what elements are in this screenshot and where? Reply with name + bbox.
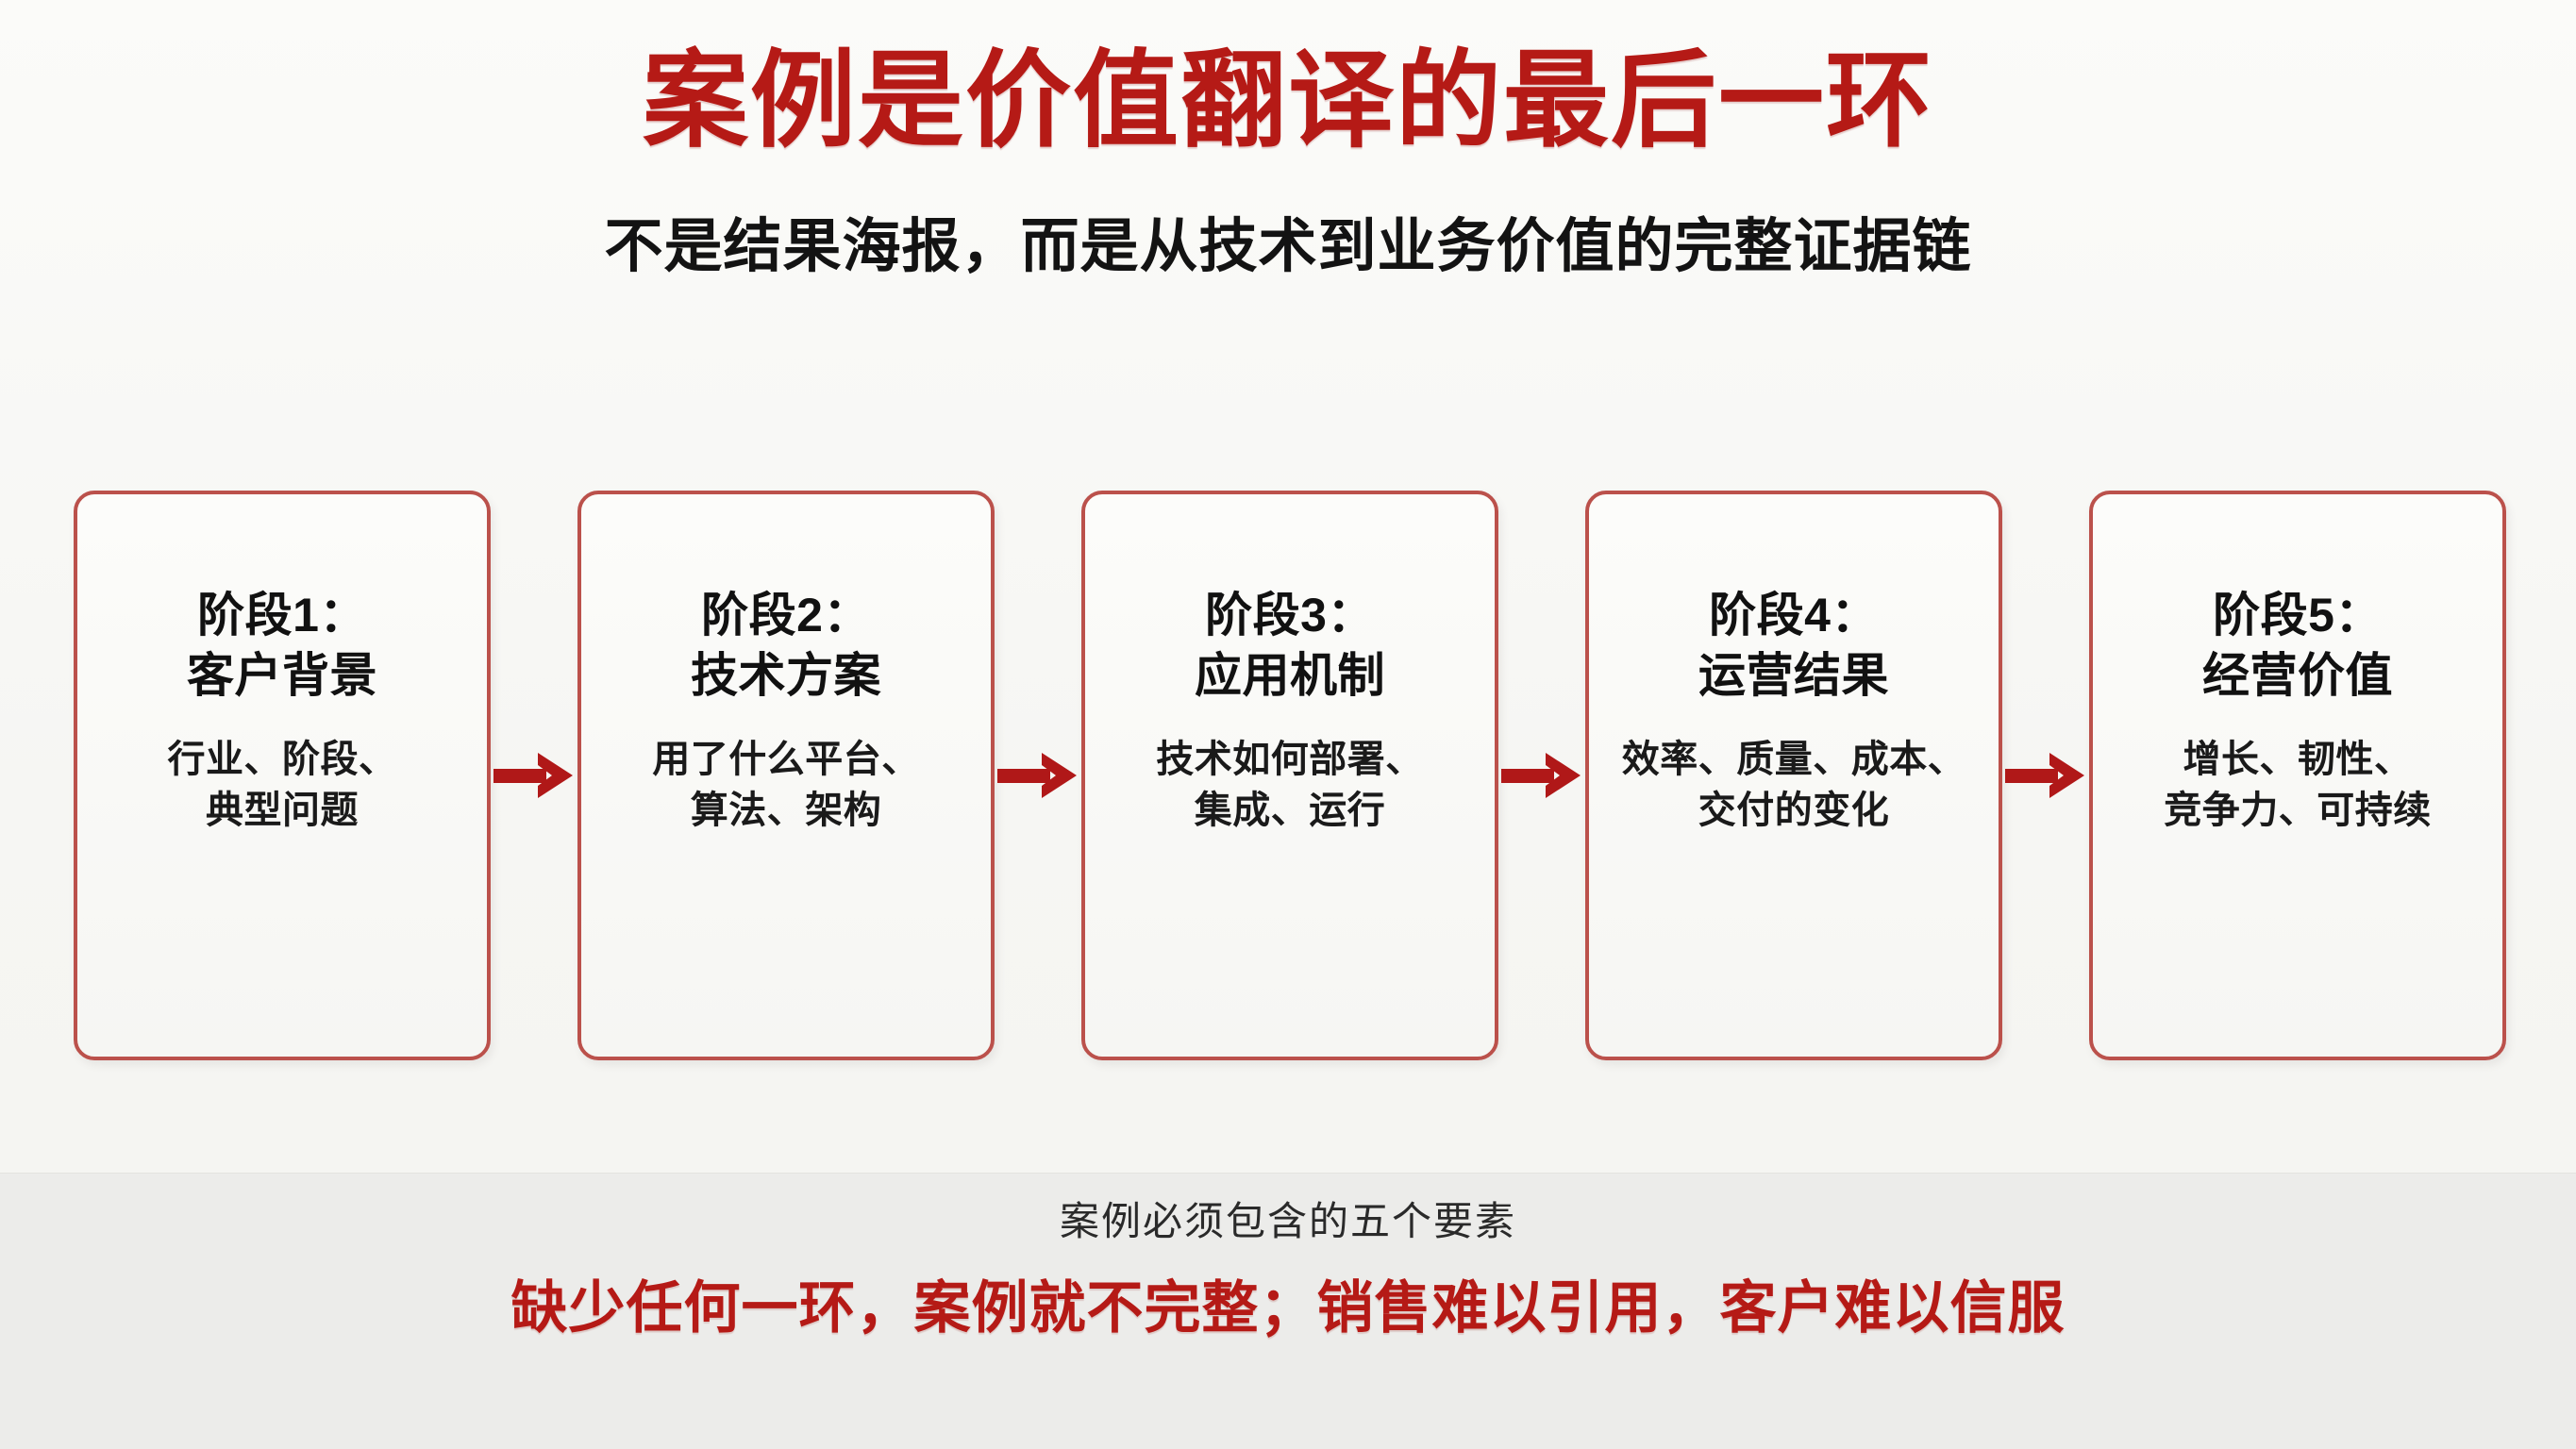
stage-card-1[interactable]: 阶段1： 客户背景 行业、阶段、 典型问题 — [74, 491, 491, 1060]
stage-title-1: 阶段1： 客户背景 — [187, 589, 377, 702]
stage-card-3[interactable]: 阶段3： 应用机制 技术如何部署、 集成、运行 — [1081, 491, 1498, 1060]
stage-card-4[interactable]: 阶段4： 运营结果 效率、质量、成本、 交付的变化 — [1585, 491, 2002, 1060]
stage-card-2[interactable]: 阶段2： 技术方案 用了什么平台、 算法、架构 — [577, 491, 995, 1060]
connector-4 — [2002, 491, 2089, 1060]
footer-band: 案例必须包含的五个要素 缺少任何一环，案例就不完整；销售难以引用，客户难以信服 — [0, 1173, 2576, 1449]
page-subtitle: 不是结果海报，而是从技术到业务价值的完整证据链 — [604, 214, 1972, 280]
page-title: 案例是价值翻译的最后一环 — [643, 42, 1933, 159]
stage-desc-5: 增长、韧性、 竞争力、可持续 — [2164, 739, 2432, 831]
arrow-right-icon — [493, 753, 573, 798]
arrow-right-icon — [997, 753, 1077, 798]
stage-desc-2: 用了什么平台、 算法、架构 — [652, 739, 920, 831]
stage-title-4: 阶段4： 运营结果 — [1698, 589, 1889, 702]
title-zone: 案例是价值翻译的最后一环 不是结果海报，而是从技术到业务价值的完整证据链 — [0, 42, 2576, 283]
connector-2 — [995, 491, 1081, 1060]
stage-desc-1: 行业、阶段、 典型问题 — [167, 739, 397, 831]
stage-title-3: 阶段3： 应用机制 — [1195, 589, 1385, 702]
stage-desc-4: 效率、质量、成本、 交付的变化 — [1621, 739, 1966, 831]
arrow-right-icon — [1501, 753, 1581, 798]
stage-title-2: 阶段2： 技术方案 — [691, 589, 881, 702]
connector-1 — [491, 491, 577, 1060]
stage-title-5: 阶段5： 经营价值 — [2202, 589, 2393, 702]
arrow-right-icon — [2005, 753, 2084, 798]
footer-note: 案例必须包含的五个要素 — [1059, 1199, 1516, 1243]
stage-flow: 阶段1： 客户背景 行业、阶段、 典型问题 阶段2： 技术方案 用了什么平台、 … — [74, 491, 2506, 1060]
connector-3 — [1498, 491, 1585, 1060]
stage-desc-3: 技术如何部署、 集成、运行 — [1156, 739, 1424, 831]
footer-warning: 缺少任何一环，案例就不完整；销售难以引用，客户难以信服 — [510, 1275, 2066, 1340]
stage-card-5[interactable]: 阶段5： 经营价值 增长、韧性、 竞争力、可持续 — [2089, 491, 2506, 1060]
